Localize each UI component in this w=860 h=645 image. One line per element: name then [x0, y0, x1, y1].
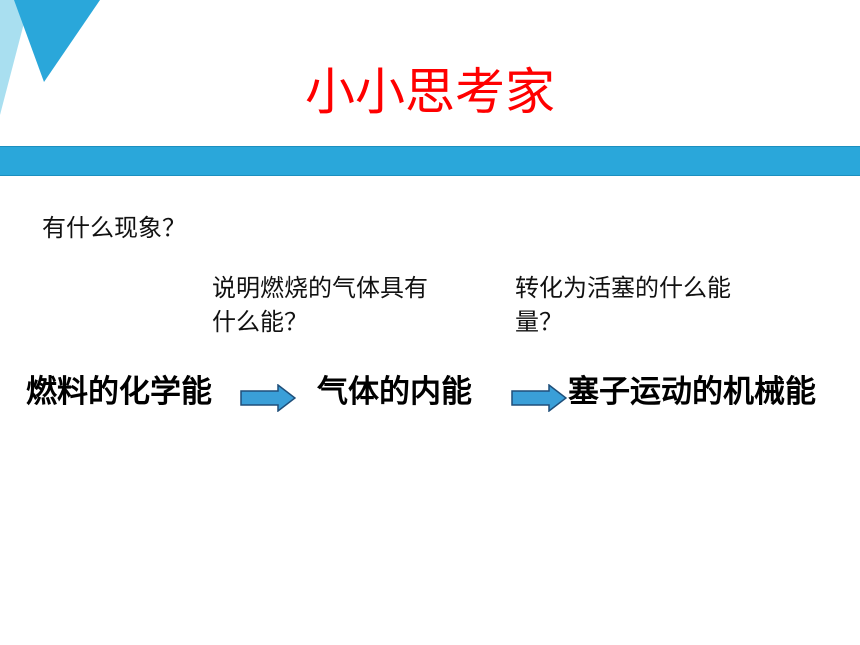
corner-triangle-dark — [14, 0, 100, 82]
right-arrow-icon — [240, 384, 296, 412]
question-gas-energy: 说明燃烧的气体具有什么能？ — [212, 274, 428, 336]
right-arrow-icon — [511, 384, 567, 412]
energy-step-internal: 气体的内能 — [317, 374, 472, 410]
question-what-happens: 有什么现象？ — [42, 214, 186, 242]
title-band — [0, 146, 860, 176]
slide-title: 小小思考家 — [305, 63, 555, 121]
energy-step-mechanical: 塞子运动的机械能 — [568, 374, 816, 410]
corner-triangle-light — [0, 0, 30, 115]
energy-step-chemical: 燃料的化学能 — [26, 374, 212, 410]
question-plug-energy: 转化为活塞的什么能量？ — [515, 274, 731, 336]
corner-decoration — [0, 0, 100, 115]
